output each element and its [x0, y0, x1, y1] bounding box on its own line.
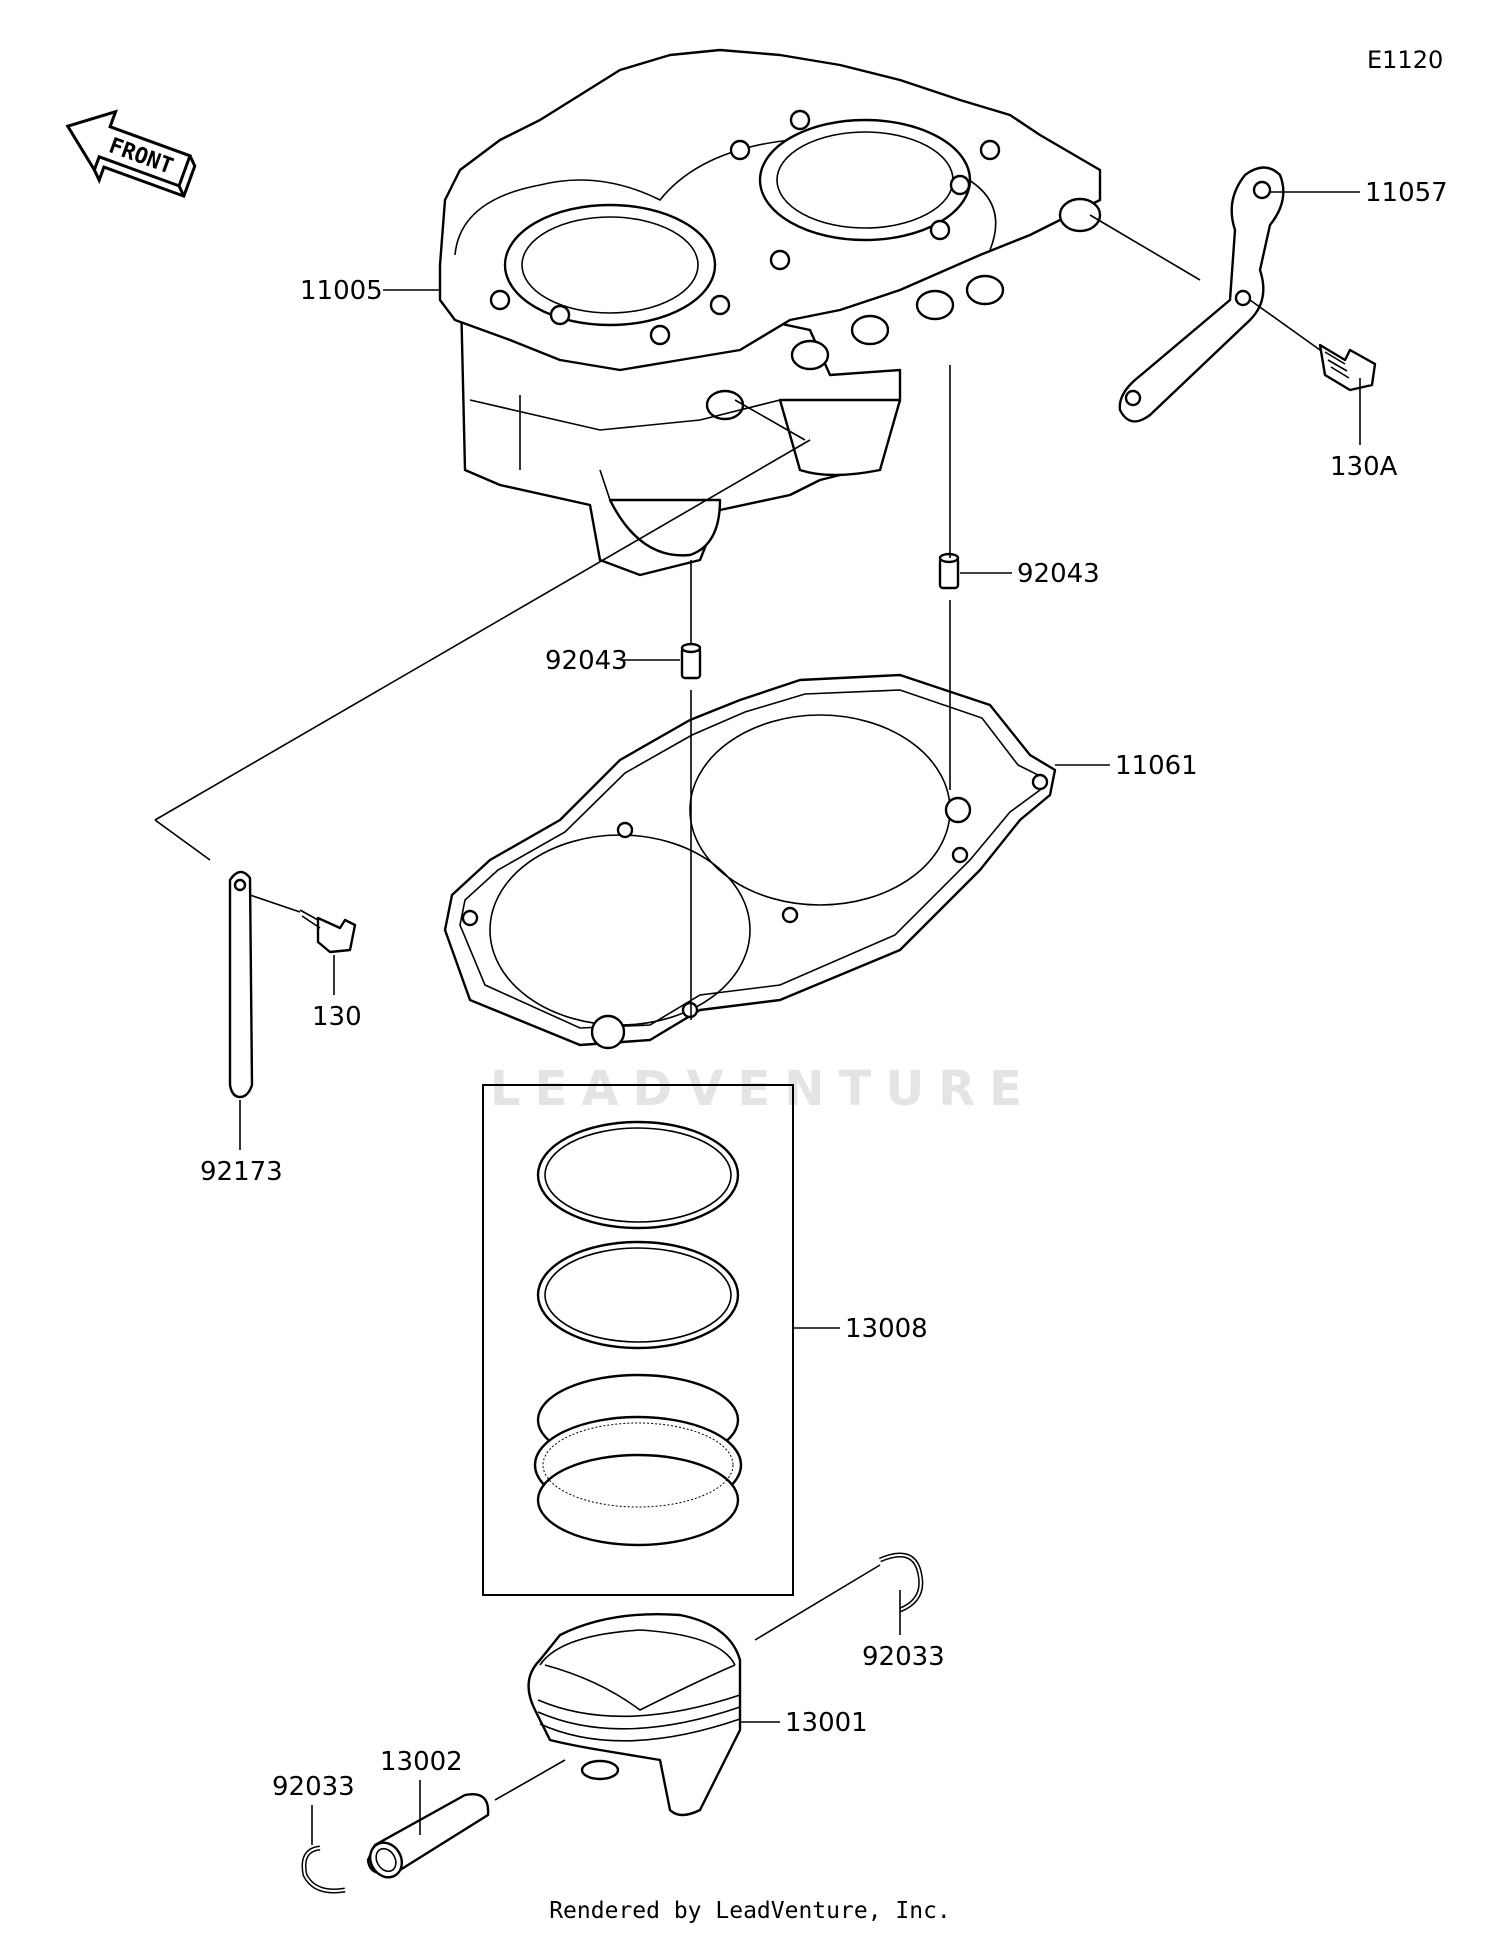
front-arrow-icon: FRONT — [65, 109, 197, 199]
label-13002: 13002 — [380, 1747, 463, 1777]
watermark-text: LEADVENTURE — [490, 1061, 1036, 1117]
label-13008: 13008 — [845, 1314, 928, 1344]
dowel-pin-right[interactable] — [938, 552, 960, 590]
cylinder-block[interactable] — [438, 48, 1102, 577]
label-130: 130 — [312, 1002, 362, 1032]
engine-bracket[interactable] — [1118, 166, 1285, 423]
circlip-right[interactable] — [879, 1552, 924, 1613]
bracket-bolt[interactable] — [1318, 343, 1377, 392]
label-92043-right: 92043 — [1017, 559, 1100, 589]
label-11057: 11057 — [1365, 178, 1448, 208]
label-11005: 11005 — [300, 276, 383, 306]
piston[interactable] — [527, 1612, 742, 1817]
label-130a: 130A — [1330, 452, 1398, 482]
credit-text: Rendered by LeadVenture, Inc. — [549, 1898, 951, 1924]
label-92033-left: 92033 — [272, 1772, 355, 1802]
piston-pin[interactable] — [364, 1793, 490, 1883]
label-92173: 92173 — [200, 1157, 283, 1187]
strap[interactable] — [228, 870, 254, 1099]
small-bolt[interactable] — [299, 909, 357, 954]
label-13001: 13001 — [785, 1708, 868, 1738]
label-92033-right: 92033 — [862, 1642, 945, 1672]
dowel-pin-left[interactable] — [680, 642, 702, 680]
piston-ring-set[interactable] — [482, 1084, 794, 1596]
cylinder-head-gasket[interactable] — [443, 673, 1057, 1050]
label-92043-left: 92043 — [545, 646, 628, 676]
circlip-left[interactable] — [301, 1845, 346, 1894]
label-11061: 11061 — [1115, 751, 1198, 781]
diagram-code: E1120 — [1367, 46, 1443, 74]
leader-lines — [154, 191, 1361, 1845]
